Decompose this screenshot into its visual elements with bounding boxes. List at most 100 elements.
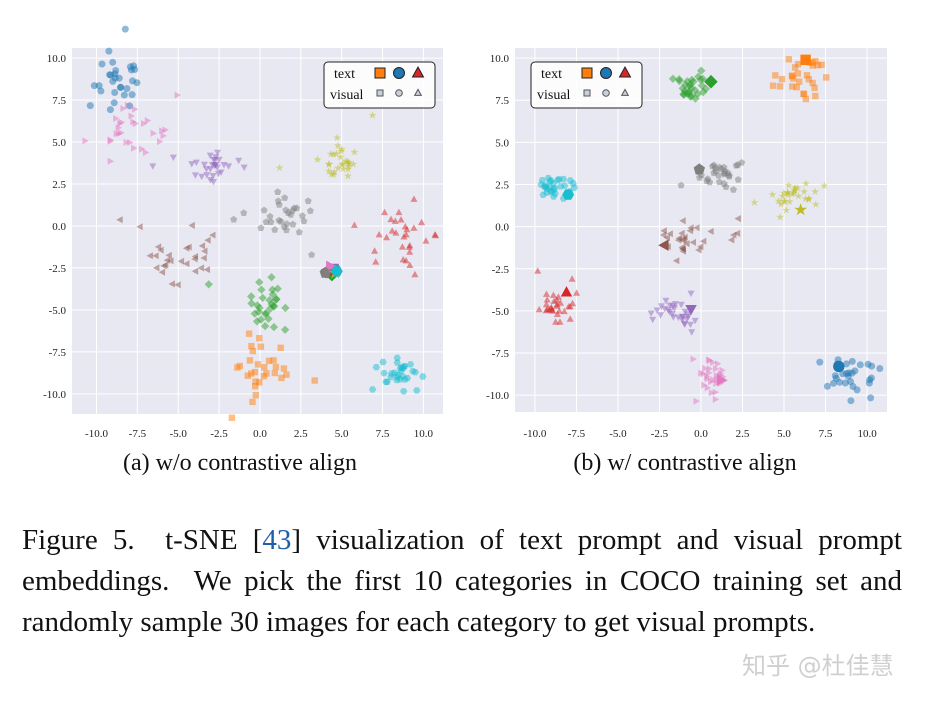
visual-point (281, 303, 290, 313)
visual-point (281, 194, 289, 201)
visual-point (555, 307, 563, 314)
visual-point (568, 275, 576, 282)
visual-point (86, 102, 94, 110)
visual-point (779, 188, 788, 197)
text-point-hexagon (330, 266, 343, 277)
visual-point (836, 378, 844, 386)
visual-point (198, 173, 206, 181)
visual-point (257, 224, 265, 231)
visual-point (280, 365, 288, 372)
legend-box (530, 61, 643, 109)
visual-point (254, 361, 262, 368)
visual-point (271, 369, 278, 377)
visual-point (260, 321, 270, 331)
visual-point (90, 82, 98, 90)
visual-point (268, 285, 277, 294)
legend-visual-marker (413, 88, 423, 96)
visual-point (264, 314, 273, 323)
visual-point (841, 379, 849, 387)
visual-point (215, 156, 223, 164)
visual-point (573, 289, 581, 296)
visual-point (120, 91, 128, 99)
visual-point (569, 180, 577, 187)
visual-point (183, 260, 190, 268)
text-point-triangle-right (326, 260, 337, 272)
visual-point (801, 194, 810, 203)
visual-point (343, 157, 352, 166)
visual-point (681, 80, 690, 90)
visual-point (228, 414, 236, 421)
visual-point (204, 236, 211, 244)
visual-point (280, 223, 288, 230)
visual-point (647, 310, 655, 317)
visual-point (708, 378, 715, 386)
visual-point (864, 360, 872, 368)
visual-point (267, 218, 275, 226)
visual-point (333, 141, 342, 149)
visual-point (333, 133, 341, 142)
visual-point (800, 90, 808, 97)
y-tick-label: -5.0 (492, 306, 510, 318)
visual-point (273, 284, 282, 293)
visual-point (290, 204, 298, 212)
visual-point (811, 187, 820, 195)
x-tick-label: 10.0 (414, 428, 434, 440)
visual-point (204, 280, 213, 289)
visual-point (278, 374, 285, 382)
text-point-triangle-left (658, 239, 669, 251)
figure-caption: Figure 5. t-SNE [43] visualization of te… (22, 520, 902, 643)
visual-point (393, 376, 401, 384)
x-tick-label: 0.0 (694, 428, 708, 440)
visual-point (375, 231, 383, 238)
legend-text-marker (411, 65, 425, 78)
visual-point (149, 163, 157, 170)
visual-point (174, 281, 181, 289)
visual-point (116, 130, 123, 138)
visual-point (269, 302, 279, 311)
y-tick-label: -7.5 (492, 348, 510, 360)
visual-point (337, 147, 346, 155)
visual-point (169, 154, 177, 161)
visual-point (538, 177, 546, 184)
visual-point (791, 64, 799, 71)
visual-point (118, 118, 126, 126)
visual-point (681, 233, 688, 241)
x-tick-label: 10.0 (857, 428, 877, 440)
visual-point (410, 224, 418, 231)
citation-link[interactable]: 43 (262, 524, 292, 556)
visual-point (802, 95, 810, 103)
visual-point (686, 227, 693, 235)
visual-point (680, 320, 688, 328)
visual-point (707, 227, 714, 235)
visual-point (687, 84, 696, 93)
visual-point (379, 358, 387, 366)
visual-point (380, 370, 388, 377)
y-tick-label: -2.5 (49, 263, 67, 275)
x-tick-label: 5.0 (777, 428, 791, 440)
text-point-star (794, 203, 808, 216)
y-tick-label: 0.0 (495, 222, 509, 234)
visual-point (308, 251, 316, 258)
visual-point (534, 267, 542, 274)
visual-point (856, 361, 864, 369)
visual-point (687, 290, 695, 297)
visual-point (553, 310, 561, 317)
cluster-star (275, 111, 377, 180)
visual-point (750, 198, 759, 206)
visual-point (553, 300, 561, 308)
x-tick-label: 0.0 (253, 428, 267, 440)
visual-point (664, 307, 672, 314)
visual-point (794, 192, 803, 200)
cluster-triangle-up (534, 267, 581, 325)
visual-point (144, 117, 152, 125)
visual-point (266, 304, 275, 313)
visual-point (121, 25, 129, 33)
visual-point (131, 144, 138, 152)
visual-point (660, 227, 667, 235)
visual-point (793, 183, 802, 192)
visual-point (105, 47, 113, 55)
visual-point (678, 317, 686, 324)
visual-point (552, 318, 560, 325)
visual-point (209, 173, 217, 180)
visual-point (677, 181, 685, 189)
